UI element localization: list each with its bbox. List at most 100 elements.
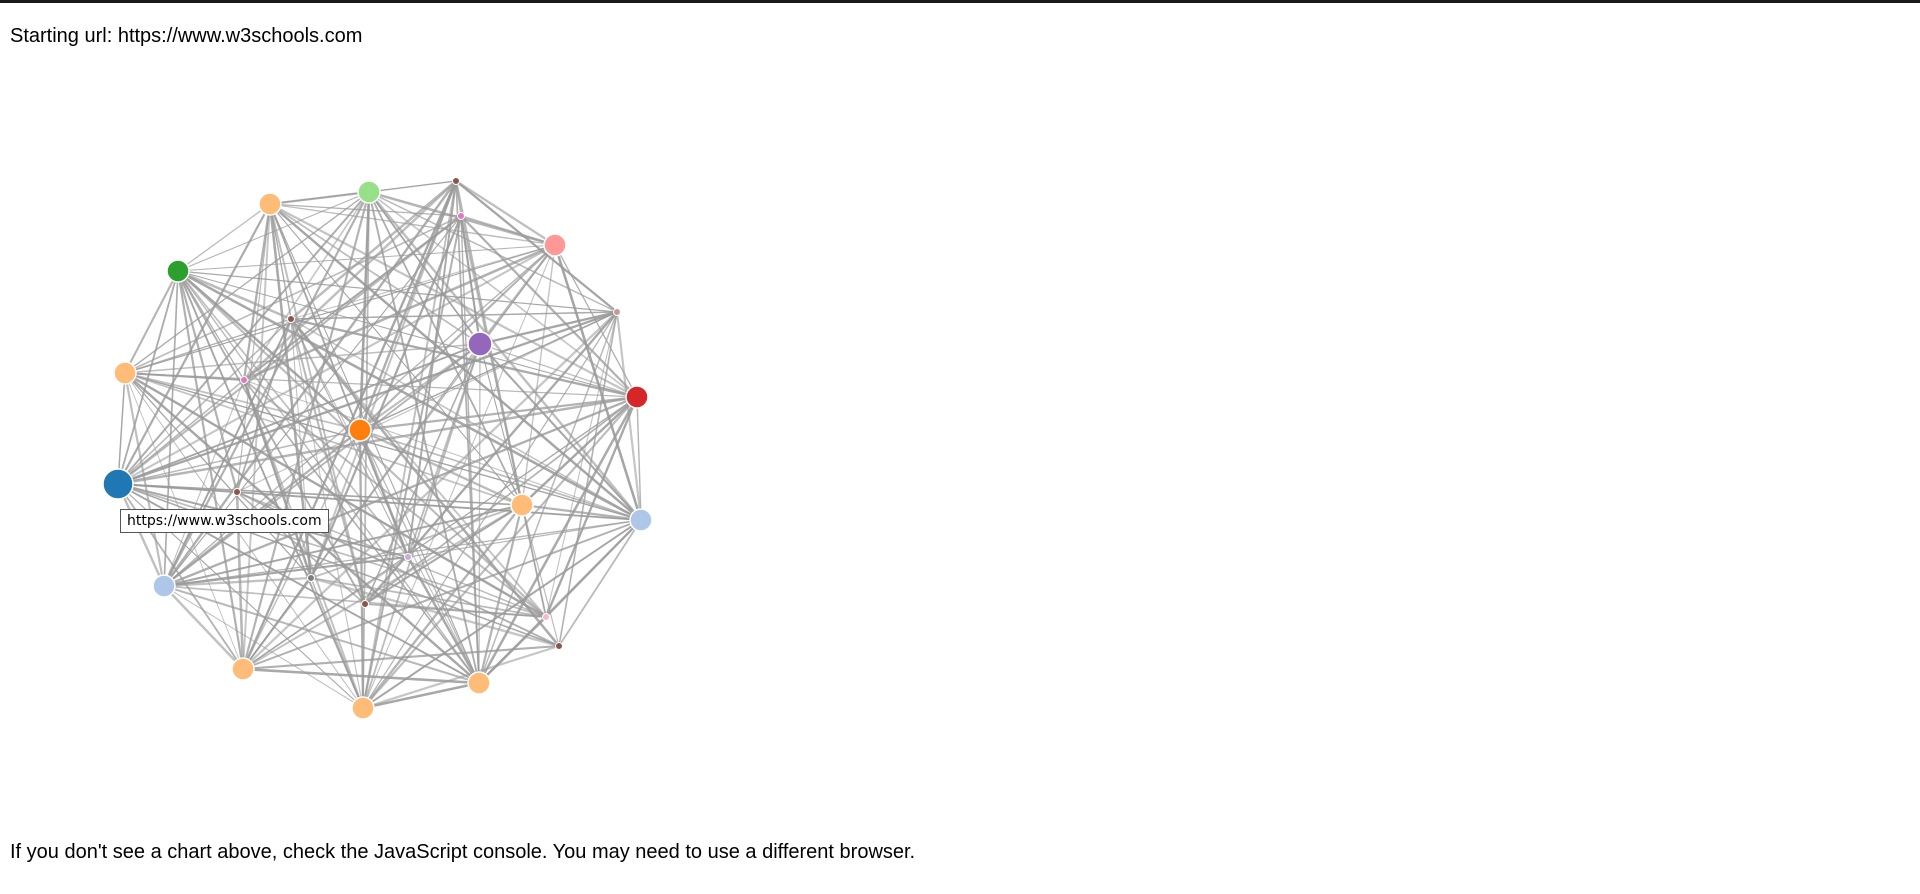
graph-edge	[177, 269, 292, 321]
graph-node[interactable]	[452, 177, 460, 185]
graph-node[interactable]	[629, 508, 653, 532]
graph-edge	[163, 343, 481, 587]
graph-edge	[521, 504, 547, 618]
graph-edge	[362, 343, 481, 709]
graph-edge	[362, 681, 480, 710]
graph-edge	[459, 215, 482, 345]
graph-edge	[177, 203, 271, 272]
graph-node[interactable]	[404, 553, 412, 561]
graph-node[interactable]	[233, 488, 241, 496]
graph-edge	[479, 343, 523, 506]
graph-edge	[236, 203, 271, 493]
graph-edge	[163, 585, 364, 709]
graph-node[interactable]	[231, 657, 255, 681]
graph-edge	[479, 343, 638, 398]
graph-edge	[242, 203, 271, 670]
graph-edge	[163, 318, 292, 587]
graph-node[interactable]	[166, 259, 190, 283]
graph-edge	[117, 244, 556, 485]
graph-edge	[290, 318, 480, 684]
graph-node[interactable]	[152, 574, 176, 598]
graph-edge	[124, 270, 179, 374]
edges-layer	[116, 180, 643, 710]
graph-edge	[117, 270, 179, 485]
graph-edge	[290, 244, 556, 320]
graph-edge	[269, 203, 462, 217]
graph-edge	[176, 270, 239, 493]
graph-node[interactable]	[467, 671, 491, 695]
graph-edge	[163, 585, 244, 670]
graph-edge	[406, 556, 481, 684]
graph-node[interactable]	[625, 385, 649, 409]
graph-edge	[460, 214, 556, 247]
graph-edge	[455, 180, 618, 313]
graph-edge	[362, 180, 457, 709]
graph-node[interactable]	[351, 696, 375, 720]
graph-edge	[117, 343, 481, 485]
graph-canvas[interactable]	[0, 0, 720, 760]
graph-edge	[364, 343, 481, 605]
graph-node[interactable]	[258, 192, 282, 216]
graph-node[interactable]	[510, 493, 534, 517]
graph-edge	[407, 180, 457, 558]
graph-edge	[236, 318, 292, 493]
graph-node[interactable]	[240, 376, 248, 384]
graph-edge	[310, 577, 364, 709]
graph-edge	[124, 371, 547, 619]
graph-edge	[479, 244, 556, 345]
graph-edge	[544, 396, 639, 618]
graph-edge	[358, 191, 371, 431]
graph-edge	[558, 519, 642, 647]
graph-edge	[177, 270, 480, 684]
graph-edge	[558, 311, 618, 647]
graph-edge	[290, 180, 457, 320]
graph-node[interactable]	[543, 233, 567, 257]
graph-node[interactable]	[467, 331, 493, 357]
graph-edge	[290, 311, 618, 320]
graph-edge	[521, 396, 638, 506]
browser-warning-text: If you don't see a chart above, check th…	[10, 841, 916, 863]
graph-node[interactable]	[613, 308, 621, 316]
graph-edge	[310, 180, 457, 579]
graph-node[interactable]	[542, 613, 550, 621]
graph-node[interactable]	[348, 418, 372, 442]
graph-node[interactable]	[357, 180, 381, 204]
graph-edge	[163, 519, 642, 587]
graph-edge	[242, 379, 313, 579]
graph-edge	[116, 483, 166, 587]
graph-edge	[478, 343, 481, 684]
graph-node[interactable]	[287, 315, 295, 323]
graph-edge	[242, 577, 312, 670]
graph-edge	[407, 519, 642, 558]
graph-node[interactable]	[457, 212, 465, 220]
graph-node[interactable]	[361, 600, 369, 608]
graph-edge	[358, 429, 410, 558]
graph-edge	[236, 311, 618, 493]
graph-edge	[359, 343, 481, 431]
graph-edge	[290, 318, 547, 618]
graph-edge	[117, 203, 271, 485]
graph-edge	[362, 215, 462, 709]
graph-edge	[124, 372, 312, 579]
graph-edge	[124, 372, 364, 709]
graph-node[interactable]	[307, 574, 315, 582]
graph-node[interactable]	[102, 468, 134, 500]
graph-edge	[636, 396, 642, 521]
graph-edge	[269, 203, 638, 398]
graph-edge	[177, 270, 361, 431]
nodes-layer[interactable]	[102, 177, 653, 720]
force-graph[interactable]: https://www.w3schools.com	[0, 0, 720, 760]
graph-edge	[521, 504, 560, 647]
graph-edge	[177, 270, 618, 313]
graph-edge	[362, 191, 370, 709]
graph-node[interactable]	[555, 642, 563, 650]
graph-node[interactable]	[113, 361, 137, 385]
graph-edge	[124, 191, 370, 374]
graph-edge	[124, 244, 556, 374]
graph-edge	[479, 310, 618, 346]
graph-edge	[545, 311, 618, 618]
graph-edge	[477, 504, 524, 684]
graph-edge	[242, 667, 480, 685]
graph-edge	[478, 616, 547, 684]
graph-edge	[290, 317, 638, 399]
